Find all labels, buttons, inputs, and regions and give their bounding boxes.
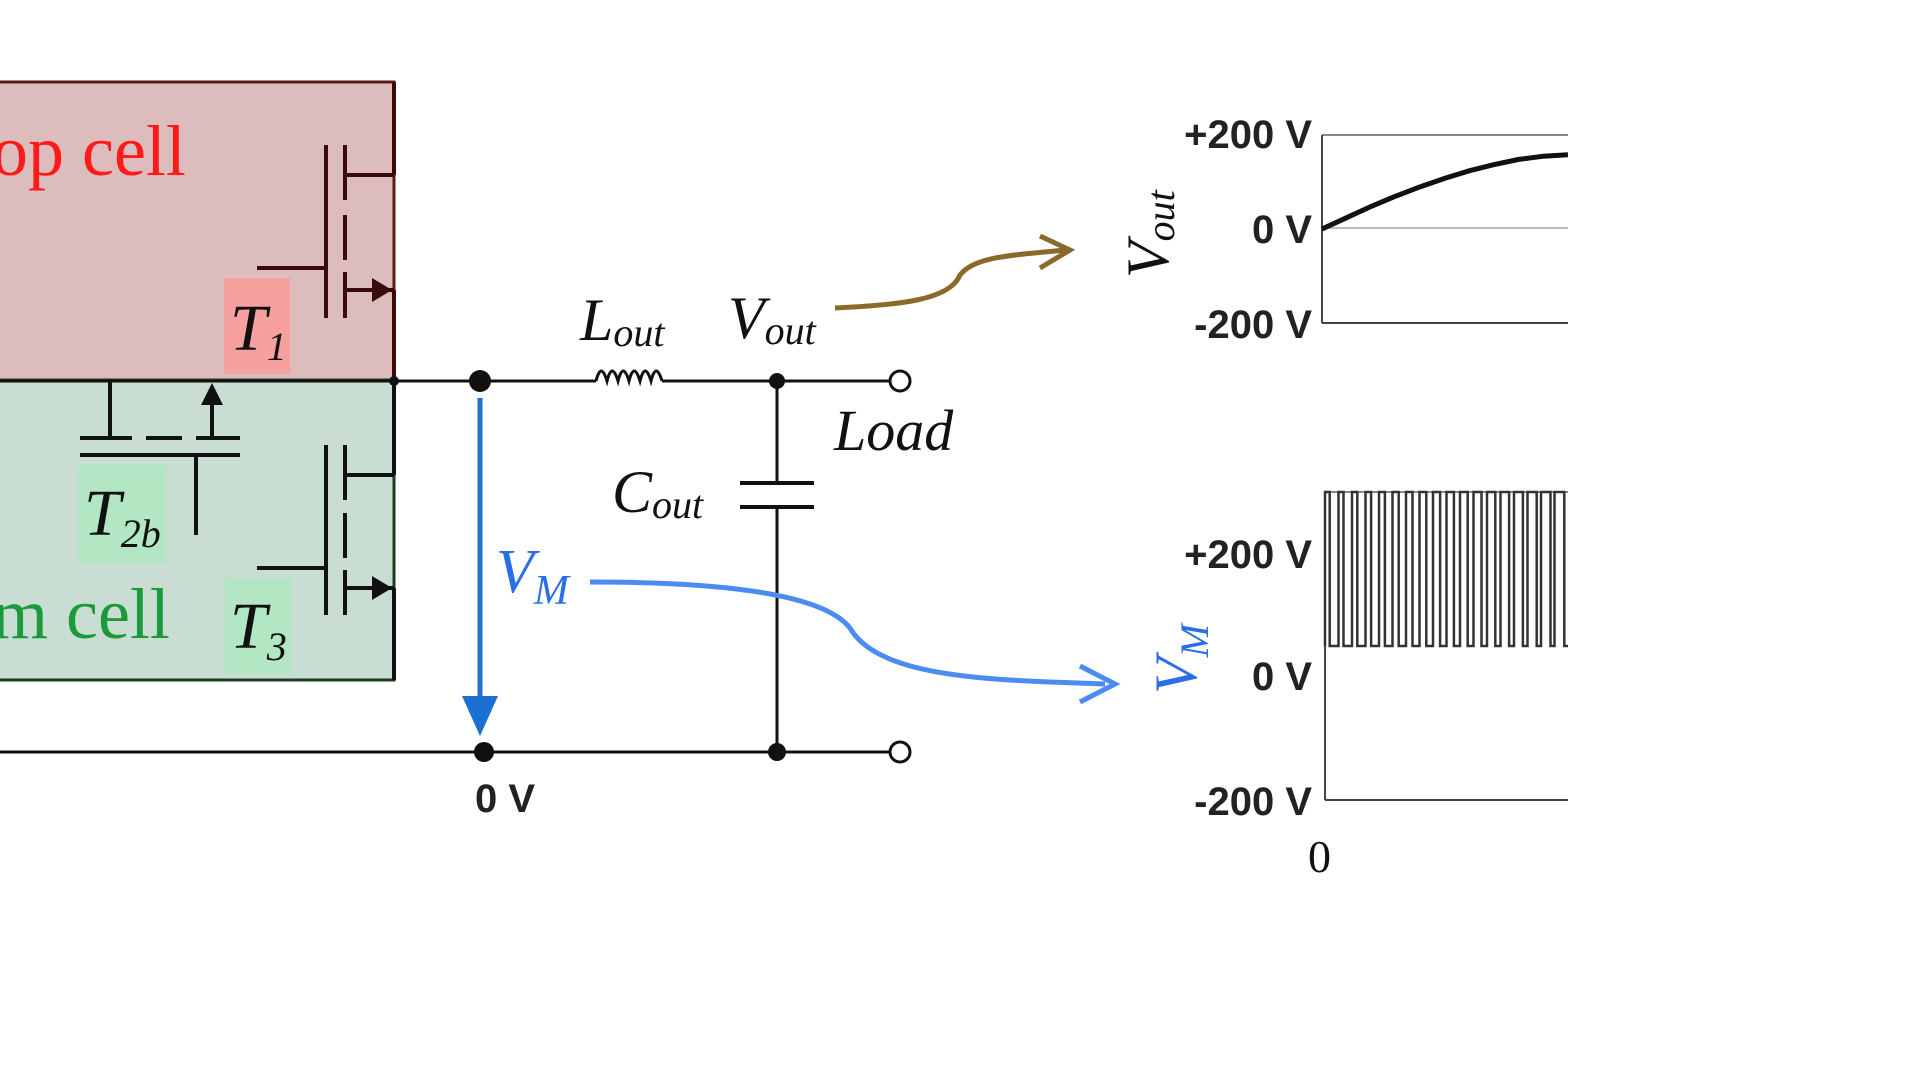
ground-node: [474, 742, 494, 762]
vout-connector-curve: [834, 247, 1066, 311]
vm-connector-curve: [589, 579, 1106, 687]
t1-highlight: [224, 278, 290, 374]
load-terminal-top: [888, 369, 912, 393]
vout-ytick-neg: -200 V: [1194, 303, 1312, 347]
t2b-highlight: [78, 465, 166, 563]
top-cell-box: [0, 80, 396, 382]
transistor-t1: [257, 82, 396, 380]
inductor-coil: [594, 369, 664, 387]
vm-xtick-zero: 0: [1308, 831, 1331, 882]
diagram-stage: op cell T1 m cell T2b: [0, 80, 1569, 882]
t2b-label: T2b: [84, 477, 161, 556]
vm-waveform: [1323, 490, 1568, 648]
vout-label: Vout: [728, 285, 817, 353]
circuit-diagram: op cell T1 m cell T2b: [0, 80, 1569, 882]
load-label: Load: [833, 398, 954, 463]
vout-ylabel: Vout: [1115, 189, 1183, 278]
vout-ytick-zero: 0 V: [1252, 208, 1312, 252]
vm-ytick-pos: +200 V: [1184, 533, 1312, 577]
vm-ytick-neg: -200 V: [1194, 780, 1312, 824]
vm-chart-ylabel: VM: [1143, 621, 1217, 694]
mid-node: [469, 370, 491, 392]
t3-highlight: [225, 578, 291, 674]
bottom-cell-box: [0, 378, 396, 682]
t1-label: T1: [230, 292, 287, 369]
vout-ytick-pos: +200 V: [1184, 113, 1312, 157]
top-cell-label: op cell: [0, 111, 186, 191]
capacitor-label: Cout: [612, 459, 704, 527]
vm-ytick-zero: 0 V: [1252, 655, 1312, 699]
inductor-label: Lout: [579, 287, 665, 355]
ground-label: 0 V: [475, 777, 535, 821]
cap-ground-node: [768, 743, 786, 761]
cell-junction-dot: [389, 376, 399, 386]
transistor-t3: [257, 380, 396, 680]
vout-waveform: [1320, 152, 1569, 232]
load-terminal-bottom: [888, 740, 912, 764]
bottom-cell-label: m cell: [0, 574, 170, 654]
vout-chart: +200 V 0 V -200 V Vout: [1115, 113, 1569, 347]
vm-label: VM: [496, 538, 571, 614]
vm-chart: +200 V 0 V -200 V 0 VM: [1143, 490, 1568, 882]
t3-label: T3: [230, 590, 287, 669]
